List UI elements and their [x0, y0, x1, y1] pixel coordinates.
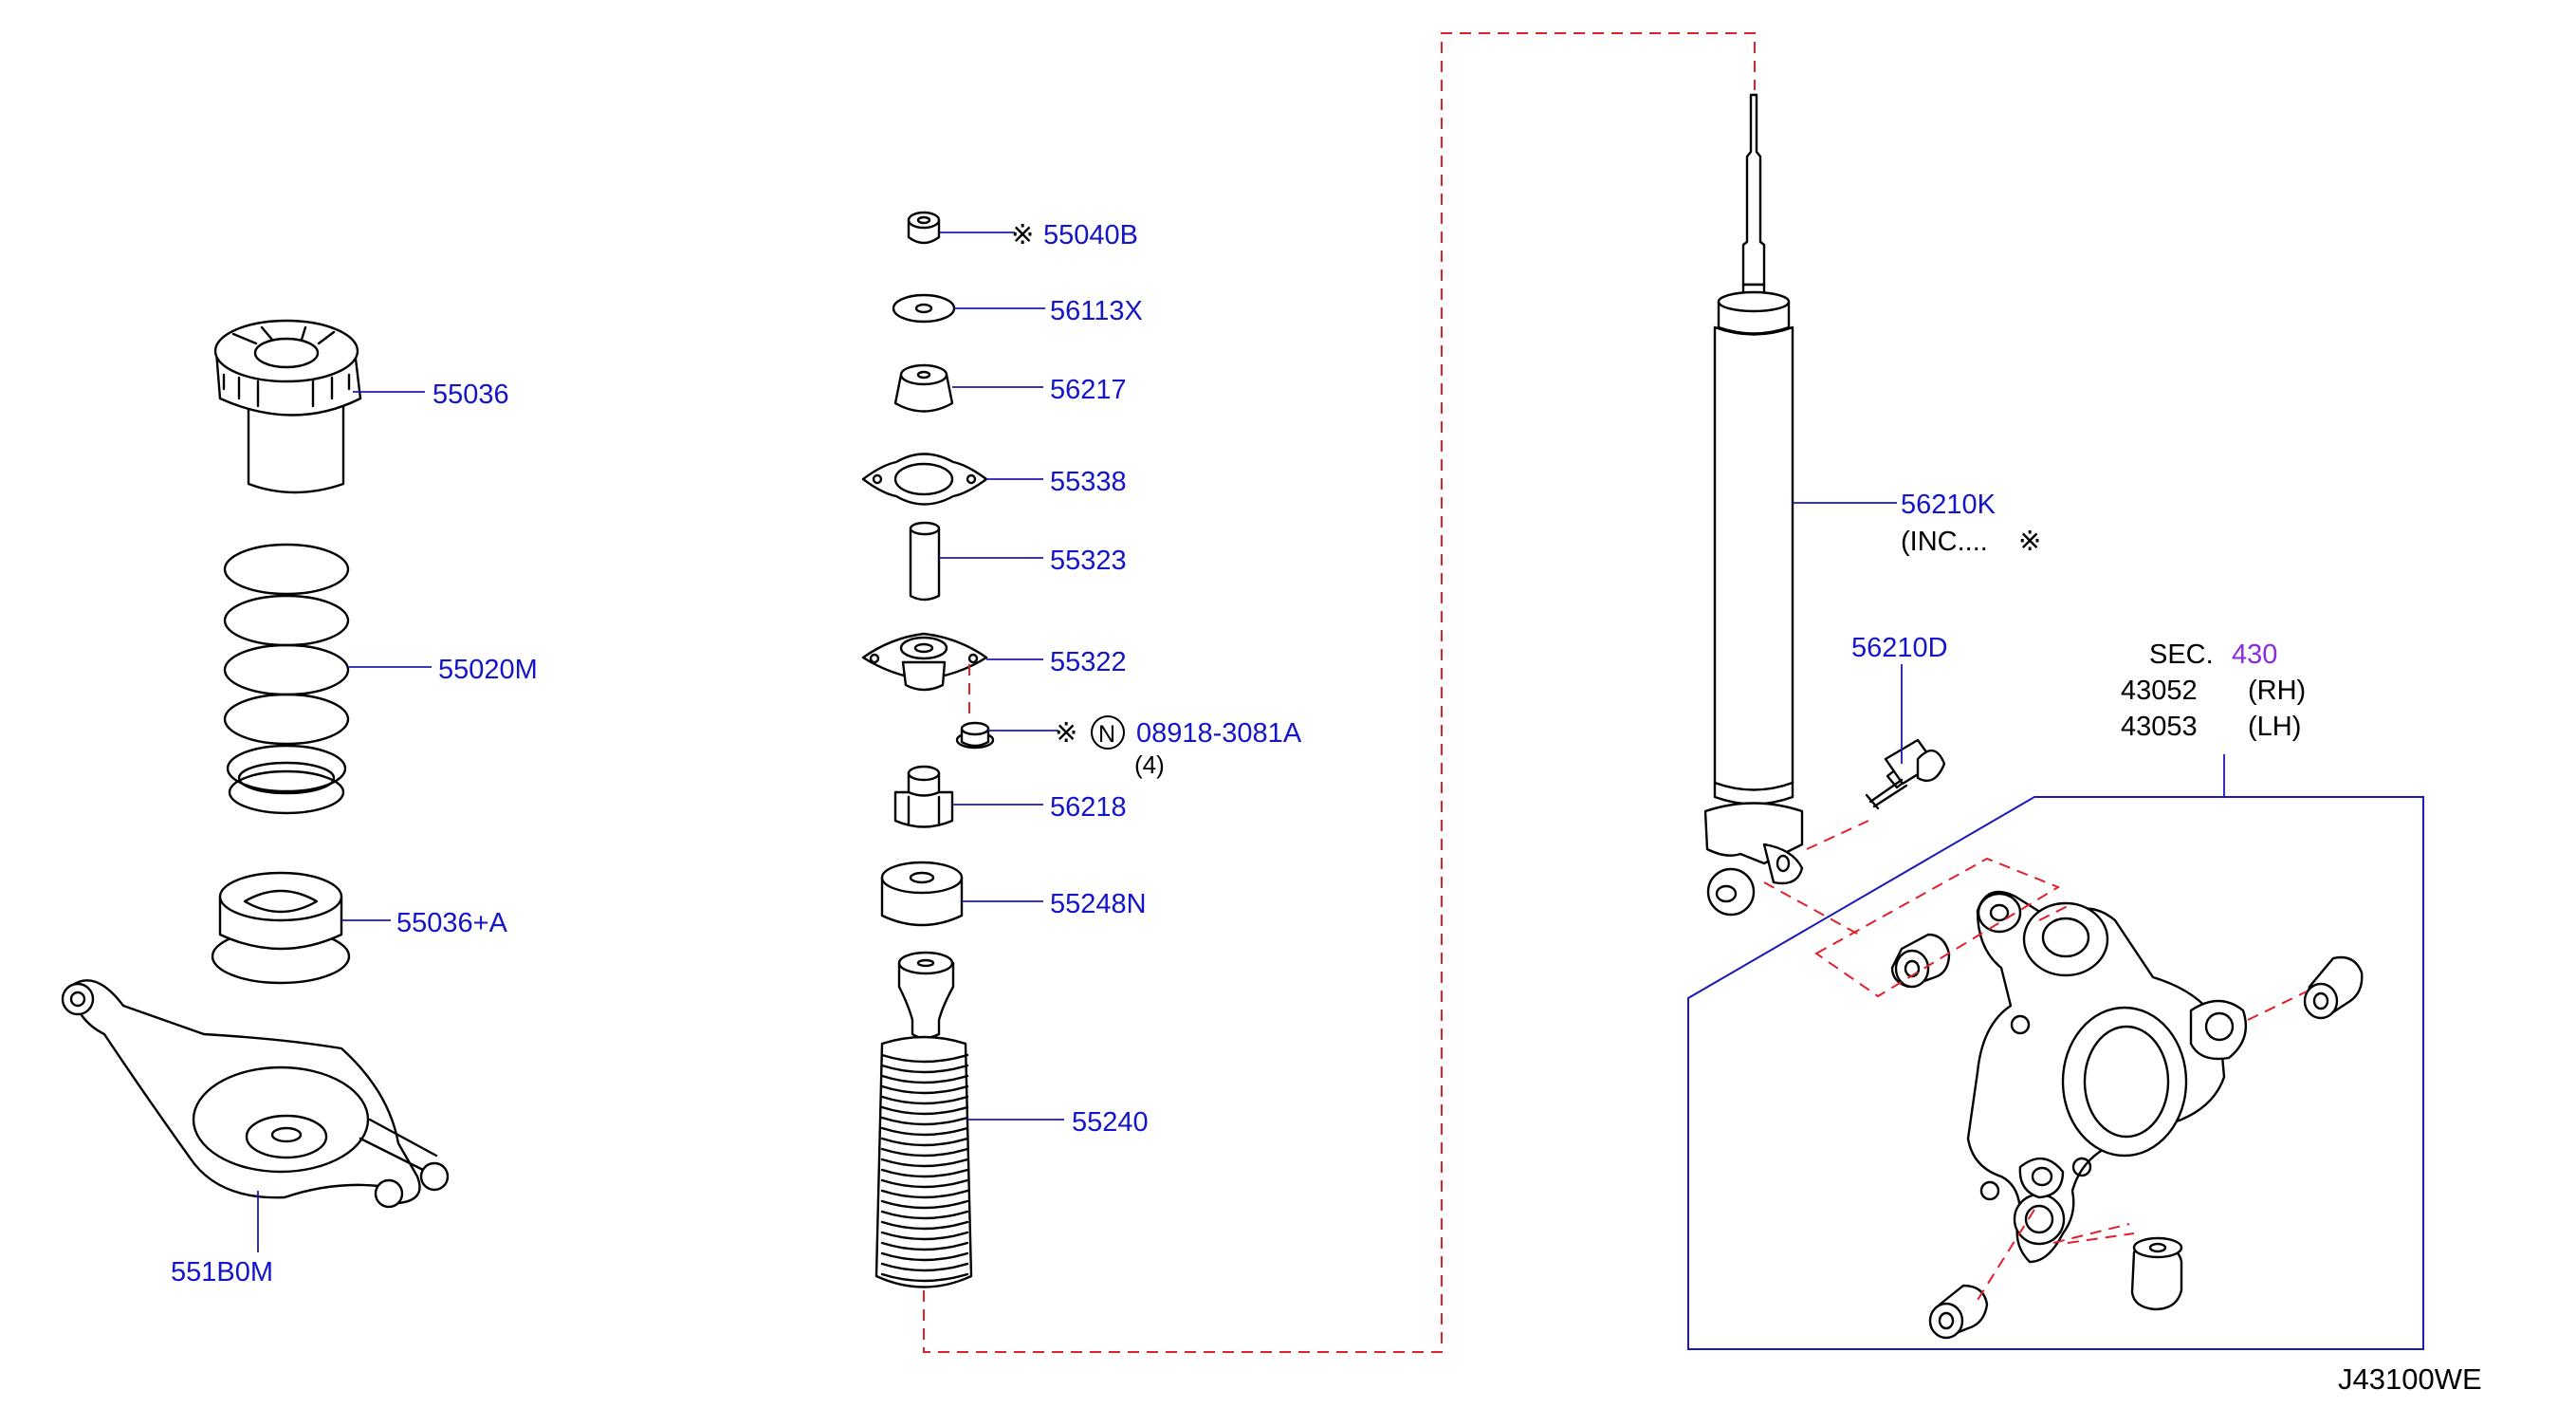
section-link-430[interactable]: 430: [2232, 639, 2277, 670]
knuckle-reference-box: [1687, 796, 2424, 1350]
part-56217-bushing[interactable]: [893, 363, 954, 413]
boot-rib: [880, 1137, 969, 1147]
label-56218[interactable]: 56218: [1050, 792, 1127, 823]
label-43052[interactable]: 43052: [2121, 676, 2198, 706]
boot-rib: [880, 1178, 969, 1189]
boot-rib: [880, 1231, 969, 1241]
label-08918-3081A[interactable]: 08918-3081A: [1136, 718, 1302, 749]
part-55322-mount[interactable]: [861, 632, 988, 692]
callout-labels: 55036 55020M 55036+A 551B0M ※ 55040B 561…: [171, 220, 2482, 1396]
label-rh: (RH): [2248, 676, 2306, 706]
boot-rib: [880, 1189, 969, 1199]
label-55322[interactable]: 55322: [1050, 647, 1127, 677]
section-label: SEC.: [2149, 639, 2214, 670]
label-56210K[interactable]: 56210K: [1901, 490, 1996, 520]
drawing-id: J43100WE: [2338, 1362, 2482, 1396]
label-551B0M[interactable]: 551B0M: [171, 1257, 273, 1288]
boot-rib: [880, 1158, 969, 1168]
part-bushing-right[interactable]: [2303, 955, 2364, 1020]
part-55323-spacer[interactable]: [909, 521, 941, 602]
label-lh: (LH): [2248, 712, 2301, 742]
part-55036A-lower-spring-seat[interactable]: [211, 871, 351, 985]
label-55248N[interactable]: 55248N: [1050, 889, 1147, 919]
label-55036[interactable]: 55036: [432, 380, 509, 410]
part-56210K-shock-absorber[interactable]: [1703, 93, 1804, 917]
boot-rib: [880, 1064, 969, 1074]
label-55040B[interactable]: 55040B: [1043, 220, 1138, 250]
n-mark: N: [1098, 721, 1115, 748]
part-55036-upper-spring-seat[interactable]: [213, 319, 362, 494]
label-55240[interactable]: 55240: [1072, 1107, 1149, 1138]
label-43053[interactable]: 43053: [2121, 712, 2198, 742]
boot-rib: [880, 1084, 969, 1095]
part-551B0M-lower-link[interactable]: [61, 979, 450, 1209]
kit-mark-08918: ※: [1055, 718, 1077, 749]
label-55323[interactable]: 55323: [1050, 546, 1127, 576]
part-56218-bound-bumper[interactable]: [893, 765, 954, 828]
part-bushing-lower-left[interactable]: [1928, 1284, 1989, 1340]
inc-note: (INC....: [1901, 527, 1988, 557]
boot-rib: [880, 1251, 969, 1262]
boot-rib: [880, 1053, 969, 1064]
part-55240-dust-boot[interactable]: [874, 951, 973, 1288]
boot-rib: [880, 1126, 969, 1137]
leader-lines: [257, 232, 2225, 1252]
boot-rib: [880, 1272, 969, 1283]
part-08918-flange-nut[interactable]: [955, 721, 995, 750]
part-55040B-nut[interactable]: [907, 211, 941, 245]
boot-rib: [880, 1095, 969, 1105]
part-43052-knuckle[interactable]: [1966, 890, 2248, 1264]
label-56217[interactable]: 56217: [1050, 375, 1127, 405]
part-55248N-bumper-rubber[interactable]: [880, 861, 964, 927]
label-55338[interactable]: 55338: [1050, 467, 1127, 497]
part-56210D-bolt[interactable]: [1865, 738, 1946, 810]
boot-rib: [880, 1168, 969, 1178]
new-part-n-circle-icon: [1091, 715, 1125, 750]
boot-rib: [880, 1147, 969, 1158]
boot-rib: [880, 1105, 969, 1116]
quantity-label: (4): [1134, 750, 1165, 779]
label-56210D[interactable]: 56210D: [1851, 633, 1948, 663]
part-bushing-lower-right[interactable]: [2130, 1236, 2183, 1311]
boot-rib: [880, 1210, 969, 1220]
label-55036A[interactable]: 55036+A: [396, 908, 508, 938]
kit-mark-56210K: ※: [2018, 527, 2041, 557]
part-56113X-washer[interactable]: [892, 293, 956, 324]
boot-rib: [880, 1262, 969, 1272]
boot-rib: [880, 1199, 969, 1210]
part-55020M-coil-spring[interactable]: [223, 543, 350, 815]
label-56113X[interactable]: 56113X: [1050, 296, 1143, 326]
dashed-connectors: [923, 32, 2308, 1353]
boot-rib: [880, 1220, 969, 1231]
part-55338-gasket[interactable]: [861, 453, 988, 506]
boot-rib: [880, 1116, 969, 1126]
boot-rib: [880, 1074, 969, 1084]
boot-rib: [880, 1241, 969, 1251]
label-55020M[interactable]: 55020M: [438, 655, 538, 685]
kit-mark-55040B: ※: [1011, 220, 1034, 250]
part-bushing-upper-left[interactable]: [1890, 933, 1951, 989]
